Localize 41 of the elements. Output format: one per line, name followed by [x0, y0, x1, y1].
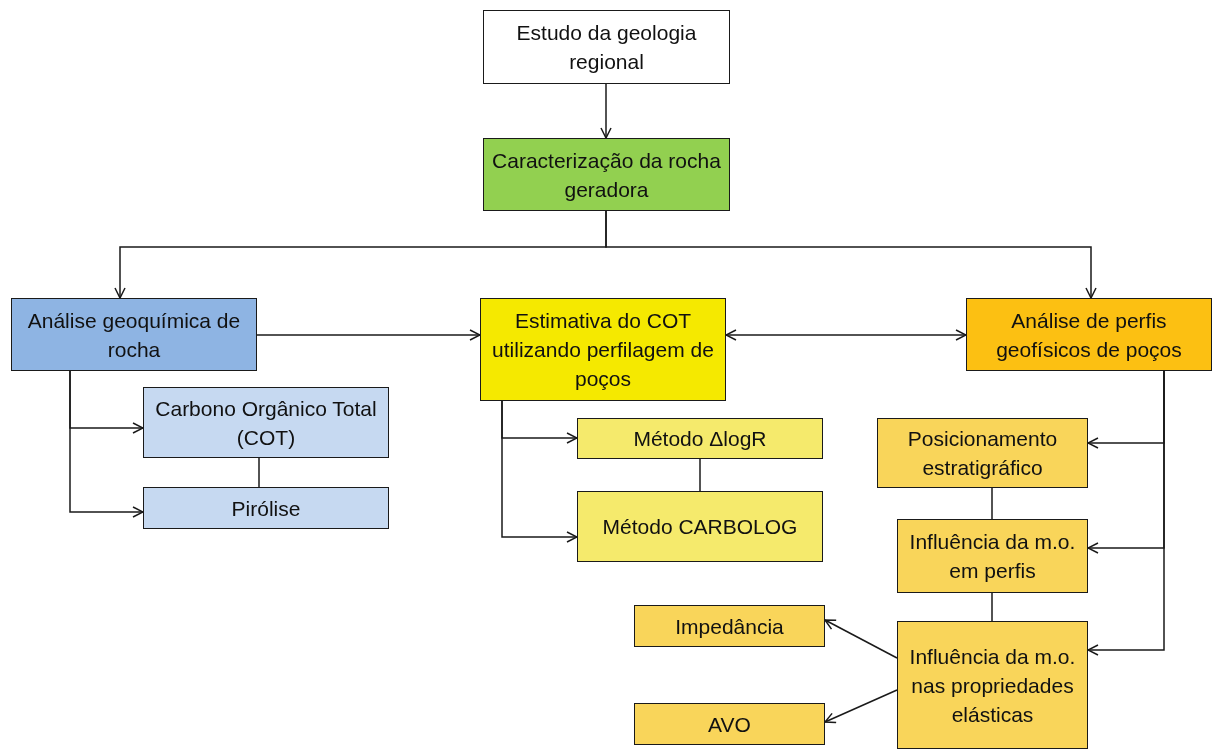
box-label: Carbono Orgânico Total (COT)	[154, 395, 378, 451]
arrow	[69, 370, 144, 518]
box-label: Método CARBOLOG	[601, 514, 799, 540]
box-label: Influência da m.o. em perfis	[908, 529, 1077, 584]
process-box	[966, 298, 1212, 371]
process-box	[11, 298, 257, 371]
process-box	[483, 138, 730, 211]
arrow	[256, 329, 481, 341]
arrow	[725, 329, 967, 341]
box-label: Estudo da geologia regional	[515, 20, 698, 75]
arrow	[824, 619, 898, 659]
process-box	[143, 387, 389, 458]
box-label: Método ΔlogR	[632, 426, 768, 452]
process-box	[877, 418, 1088, 488]
process-box	[577, 418, 823, 459]
process-box	[634, 703, 825, 745]
arrow	[605, 210, 1097, 299]
process-box	[480, 298, 726, 401]
box-label: Análise de perfis geofísicos de poços	[995, 307, 1183, 363]
process-box	[897, 519, 1088, 593]
box-label: Pirólise	[230, 495, 302, 522]
process-box	[634, 605, 825, 647]
connector-line	[991, 592, 993, 622]
box-label: Impedância	[674, 613, 785, 640]
box-label: Influência da m.o. nas propriedades elásticas	[908, 643, 1077, 728]
connector-line	[991, 487, 993, 520]
arrow	[1087, 370, 1165, 656]
box-label: Análise geoquímica de rocha	[26, 307, 242, 363]
process-box	[143, 487, 389, 529]
connector-line	[699, 458, 701, 492]
box-label: Posicionamento estratigráfico	[906, 426, 1059, 481]
box-label: Estimativa do COT utilizando perfilagem de poços	[491, 308, 715, 392]
connector-line	[258, 457, 260, 488]
box-label: Caracterização da rocha geradora	[491, 147, 722, 203]
box-label: AVO	[707, 711, 752, 738]
arrow	[600, 83, 612, 139]
arrow	[501, 400, 578, 543]
process-box	[897, 621, 1088, 749]
process-box	[577, 491, 823, 562]
arrow	[824, 689, 898, 724]
process-box	[483, 10, 730, 84]
